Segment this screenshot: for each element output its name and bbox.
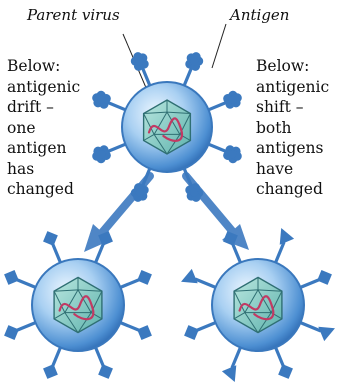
spike-stalk xyxy=(195,279,217,288)
diamond-spike-icon xyxy=(95,361,116,382)
parent-virus-label: Parent virus xyxy=(27,6,120,24)
diamond-spike-icon xyxy=(1,267,22,288)
spike-stalk xyxy=(207,143,229,152)
triangle-spike-icon xyxy=(275,228,296,249)
diamond-spike-icon xyxy=(275,361,296,382)
spike-stalk xyxy=(275,242,284,264)
parent-virus xyxy=(89,49,245,205)
shift-note-line: antigenic xyxy=(256,77,329,98)
spike-stalk xyxy=(141,65,150,87)
shift-virus xyxy=(181,228,335,382)
antigen-label: Antigen xyxy=(230,6,289,24)
triangle-spike-icon xyxy=(181,267,202,288)
diamond-spike-icon xyxy=(314,267,335,288)
drift-note-line: Below: xyxy=(7,56,80,77)
diamond-spike-icon xyxy=(40,361,61,382)
flower-spike-icon xyxy=(183,49,206,72)
triangle-spike-icon xyxy=(220,361,241,382)
shift-note-line: changed xyxy=(256,179,329,200)
shift-note-line: both xyxy=(256,118,329,139)
drift-note-line: changed xyxy=(7,179,80,200)
drift-note-line: has xyxy=(7,159,80,180)
shift-note-line: have xyxy=(256,159,329,180)
diamond-spike-icon xyxy=(1,322,22,343)
drift-note-line: antigenic xyxy=(7,77,80,98)
shift-note-line: shift – xyxy=(256,97,329,118)
spike-stalk xyxy=(299,322,321,331)
triangle-spike-icon xyxy=(314,322,335,343)
antigen-leader-line xyxy=(212,24,226,68)
shift-note-line: antigens xyxy=(256,138,329,159)
spike-stalk xyxy=(232,346,241,368)
spike-stalk xyxy=(105,101,127,110)
drift-note-line: drift – xyxy=(7,97,80,118)
drift-virus xyxy=(1,228,155,382)
spike-stalk xyxy=(183,65,192,87)
flower-spike-icon xyxy=(89,88,112,111)
diamond-spike-icon xyxy=(40,228,61,249)
drift-note-line: one xyxy=(7,118,80,139)
flower-spike-icon xyxy=(89,143,112,166)
spike-stalk xyxy=(207,101,229,110)
diamond-spike-icon xyxy=(134,267,155,288)
drift-note-line: antigen xyxy=(7,138,80,159)
flower-spike-icon xyxy=(221,88,244,111)
flower-spike-icon xyxy=(221,143,244,166)
shift-note-line: Below: xyxy=(256,56,329,77)
spike-stalk xyxy=(105,143,127,152)
diamond-spike-icon xyxy=(181,322,202,343)
flower-spike-icon xyxy=(128,49,151,72)
diamond-spike-icon xyxy=(134,322,155,343)
